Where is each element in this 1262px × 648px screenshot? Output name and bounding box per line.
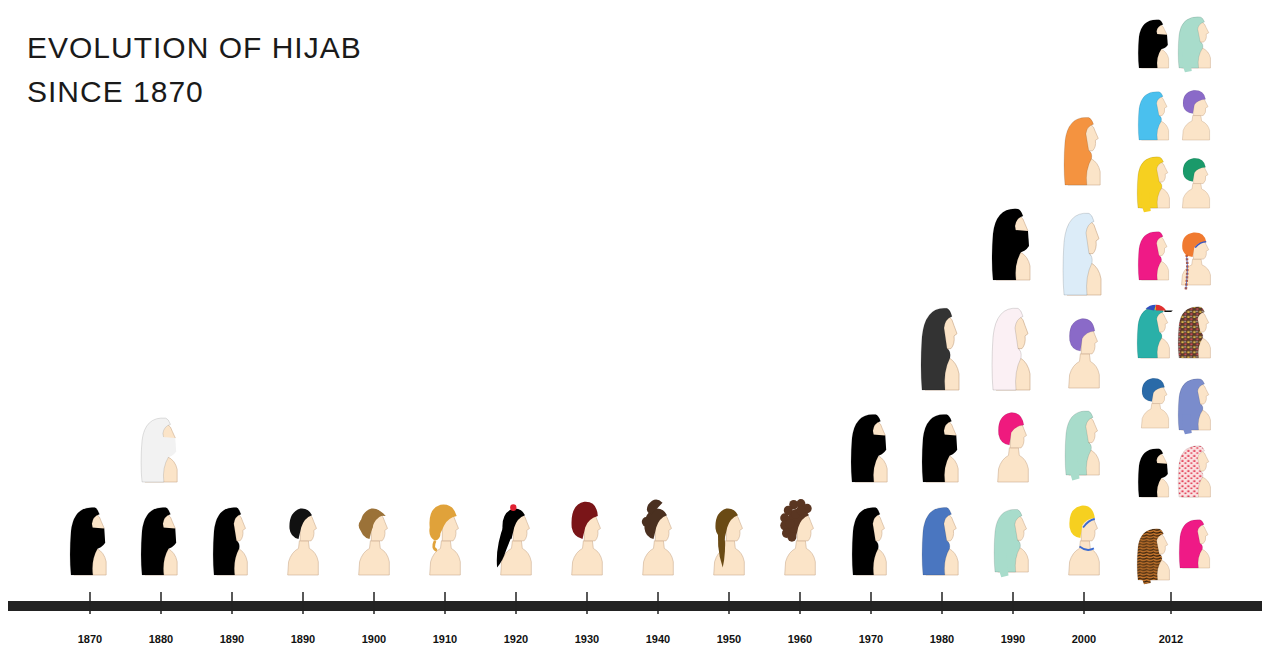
bust-figure	[288, 508, 319, 575]
timeline-bar	[8, 601, 1262, 611]
bust-figure	[1137, 305, 1173, 358]
bust-figure	[497, 504, 532, 575]
figures	[70, 17, 1210, 585]
year-label: 1870	[78, 633, 102, 645]
bust-figure	[1141, 378, 1168, 428]
bust-figure	[1178, 307, 1210, 358]
year-label: 1980	[930, 633, 954, 645]
bust-figure	[1179, 520, 1209, 568]
year-label: 1880	[149, 633, 173, 645]
bust-figure	[998, 413, 1029, 482]
year-label: 2000	[1072, 633, 1096, 645]
bust-figure	[70, 507, 106, 575]
year-label: 1910	[433, 633, 457, 645]
bust-figure	[1182, 90, 1209, 140]
year-label: 1930	[575, 633, 599, 645]
bust-figure	[1064, 117, 1100, 185]
bust-figure	[429, 504, 460, 575]
bust-figure	[994, 509, 1028, 577]
year-label: 1900	[362, 633, 386, 645]
bust-figure	[1178, 17, 1210, 73]
bust-figure	[1138, 20, 1168, 68]
timeline-ticks	[90, 592, 1171, 614]
year-label: 1990	[1001, 633, 1025, 645]
bust-figure	[1182, 232, 1211, 289]
bust-figure	[921, 308, 959, 390]
bust-figure	[922, 414, 958, 482]
chart-title: EVOLUTION OF HIJAB SINCE 1870	[27, 26, 447, 114]
bust-figure	[1137, 529, 1169, 585]
bust-figure	[714, 508, 745, 575]
year-label: 1970	[859, 633, 883, 645]
year-label: 1890	[220, 633, 244, 645]
bust-figure	[1182, 158, 1209, 208]
bust-figure	[1063, 213, 1101, 295]
year-label: 2012	[1159, 633, 1183, 645]
bust-figure	[1065, 411, 1099, 480]
bust-figure	[852, 507, 886, 575]
bust-figure	[992, 209, 1030, 280]
bust-figure	[572, 502, 603, 575]
bust-figure	[851, 414, 887, 482]
bust-figure	[992, 308, 1030, 390]
bust-figure	[1069, 506, 1100, 575]
bust-figure	[1138, 92, 1168, 140]
year-label: 1940	[646, 633, 670, 645]
year-label: 1920	[504, 633, 528, 645]
bust-figure	[1138, 232, 1168, 280]
bust-figure	[359, 508, 390, 575]
bust-figure	[780, 499, 815, 575]
year-label: 1960	[788, 633, 812, 645]
bust-figure	[213, 507, 247, 575]
bust-figure	[1178, 446, 1210, 497]
bust-figure	[922, 507, 958, 575]
bust-figure	[141, 507, 177, 575]
bust-figure	[1069, 319, 1100, 388]
year-label: 1950	[717, 633, 741, 645]
bust-figure	[1137, 157, 1169, 213]
bust-figure	[141, 418, 177, 482]
bust-figure	[1178, 379, 1210, 435]
bust-figure	[642, 499, 674, 575]
year-label: 1890	[291, 633, 315, 645]
bust-figure	[1138, 449, 1168, 497]
